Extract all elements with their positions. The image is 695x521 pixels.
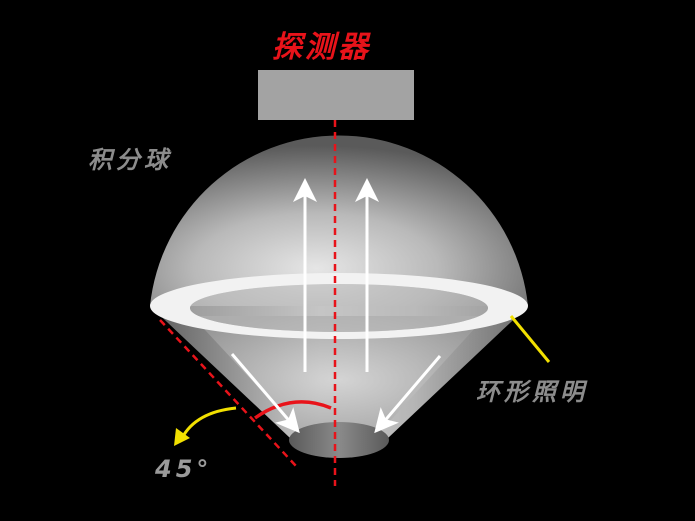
detector-label: 探测器 (272, 30, 371, 65)
cone-interior (192, 316, 486, 432)
angle-arc (253, 400, 332, 420)
bottom-opening (289, 422, 389, 458)
integrating-sphere-label: 积分球 (88, 146, 172, 174)
ring-illumination-label: 环形照明 (476, 378, 588, 406)
angle-indicator-arrowhead (174, 428, 190, 446)
ring-inner-shade (190, 284, 488, 332)
integrating-sphere (150, 135, 528, 306)
angle-reference-line (159, 319, 297, 467)
angle-label: 45° (155, 455, 213, 483)
angle-indicator-arrow (180, 406, 237, 439)
ring-callout-line (509, 315, 551, 363)
illumination-arrow (374, 355, 442, 434)
illumination-arrow (230, 353, 300, 434)
detector-block (258, 70, 414, 120)
